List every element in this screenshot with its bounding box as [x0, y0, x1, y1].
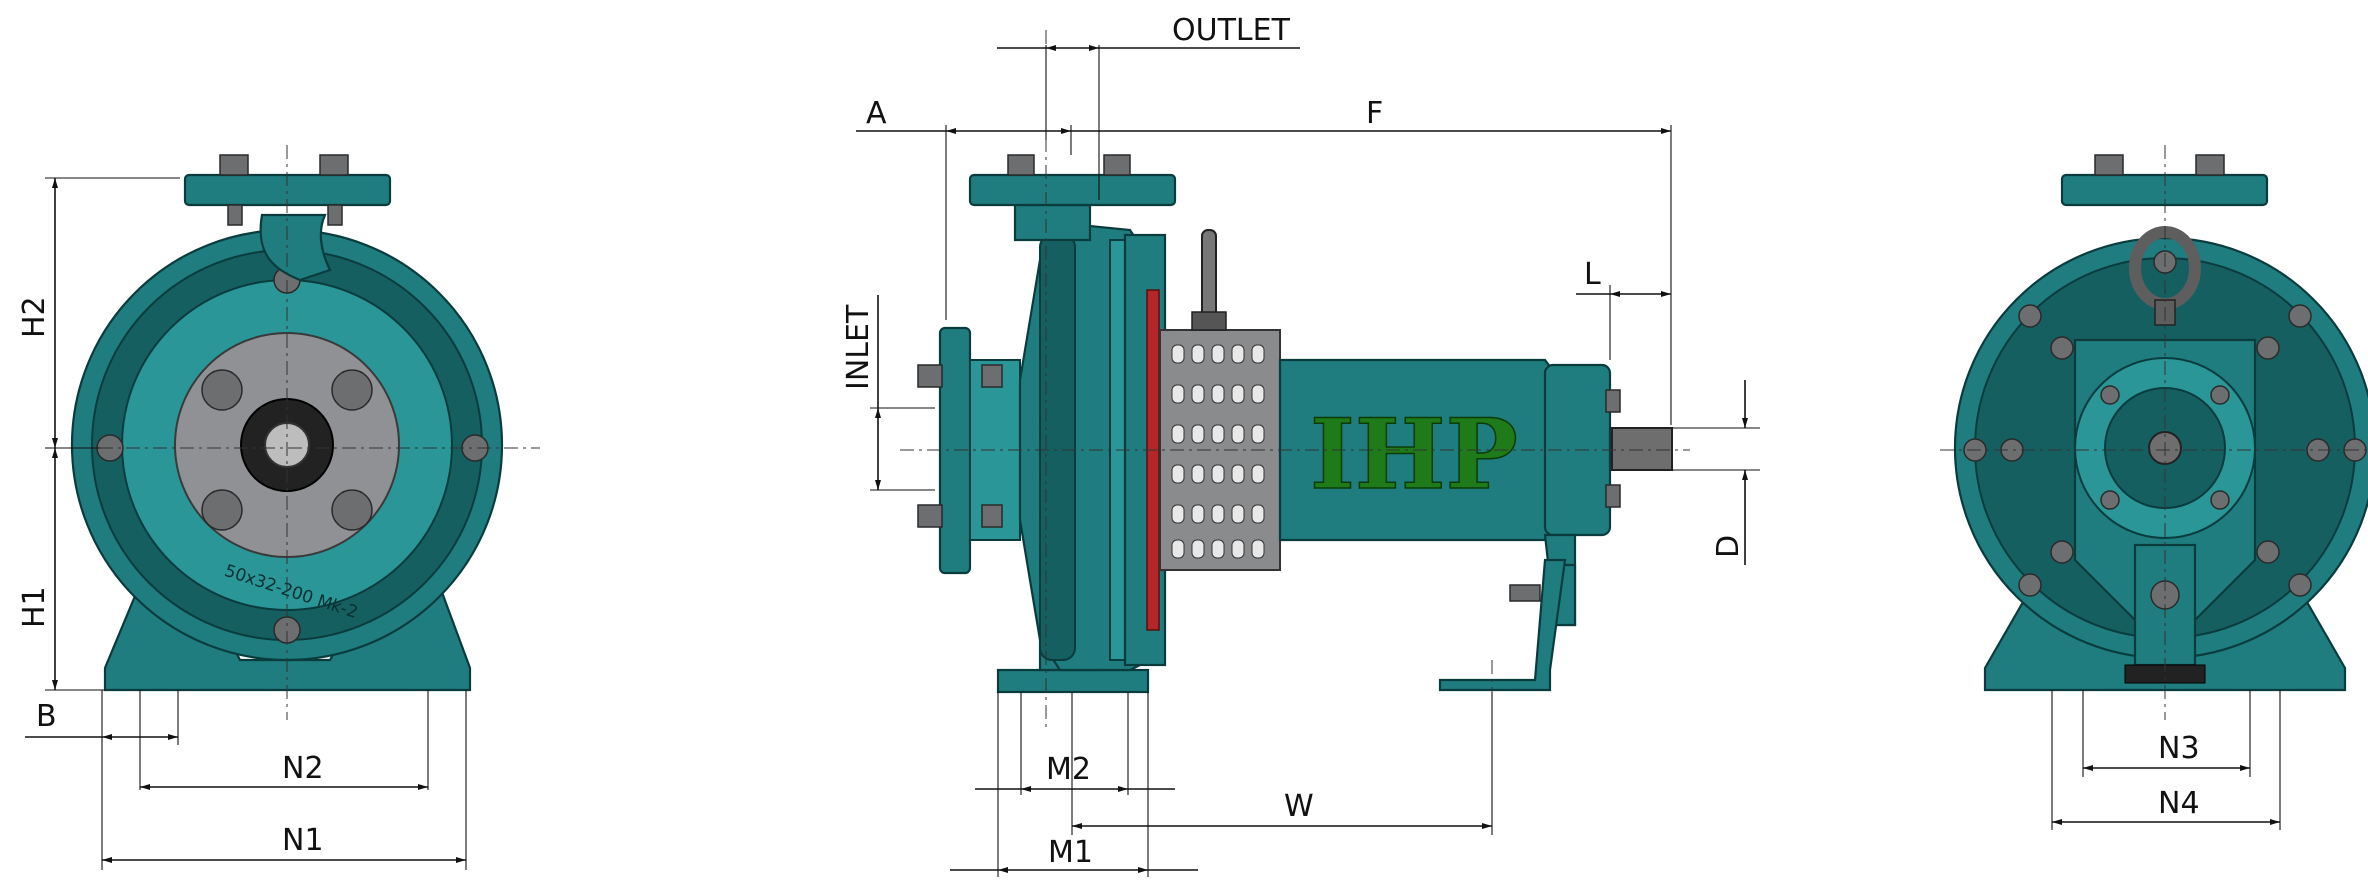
label-m1: M1	[1048, 835, 1093, 870]
label-outlet: OUTLET	[1172, 13, 1291, 48]
front-view: 50x32-200 Mk-2 H2 H1 B N2 N1	[17, 145, 540, 870]
label-d: D	[1711, 535, 1746, 558]
label-n4: N4	[2158, 786, 2200, 821]
label-f: F	[1366, 96, 1383, 131]
label-inlet: INLET	[841, 304, 876, 390]
label-n3: N3	[2158, 731, 2200, 766]
side-view: IHP OUTLET A F L	[841, 13, 1760, 877]
label-l: L	[1584, 257, 1601, 292]
label-b: B	[36, 699, 57, 734]
label-h2: H2	[17, 296, 52, 338]
label-n2: N2	[282, 751, 324, 786]
logo-text: IHP	[1310, 398, 1518, 511]
label-n1: N1	[282, 823, 324, 858]
label-a: A	[866, 96, 887, 131]
rear-view: N3 N4	[1940, 145, 2368, 830]
label-w: W	[1284, 789, 1314, 824]
label-m2: M2	[1046, 752, 1091, 787]
label-h1: H1	[17, 586, 52, 628]
